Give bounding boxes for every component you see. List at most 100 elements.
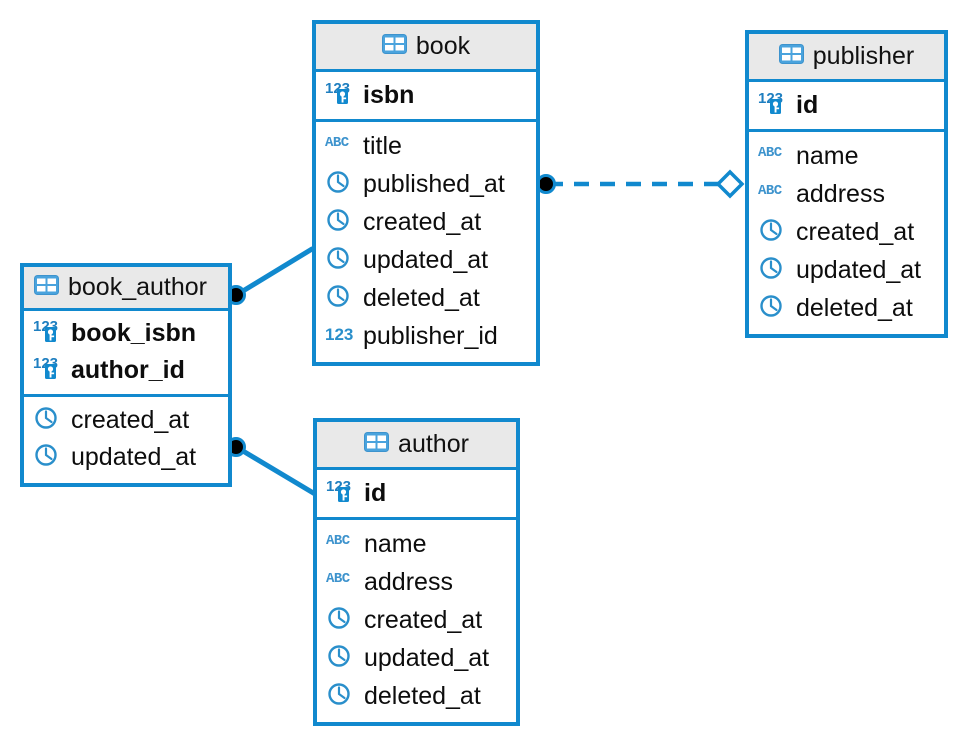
clock-datetime-icon [758,293,788,324]
field-label-created-at: created_at [364,605,483,634]
primary-key-number-icon: 123 [33,355,63,386]
relationship-book-publisher[interactable] [536,169,745,199]
entity-book[interactable]: book 123 isbn A [312,20,540,366]
field-label-title: title [363,131,402,160]
field-row-name[interactable]: ABC name [317,525,516,563]
table-icon [381,34,407,59]
field-label-updated-at: updated_at [364,643,490,672]
number-icon: 123 [325,321,355,352]
entity-title-author: author [398,430,469,458]
entity-publisher[interactable]: publisher 123 id [745,30,948,338]
field-row-id[interactable]: 123 id [749,86,944,124]
entity-title-book-author: book_author [68,273,208,301]
field-row-updated-at[interactable]: updated_at [317,639,516,677]
field-label-address: address [796,179,885,208]
field-label-address: address [364,567,453,596]
abc-text-icon: ABC [326,567,356,598]
primary-key-number-icon: 123 [33,318,63,349]
field-label-created-at: created_at [71,406,190,434]
table-icon [778,44,804,69]
field-row-book-isbn[interactable]: 123 book_isbn [24,315,228,352]
field-row-created-at[interactable]: created_at [316,203,536,241]
relationship-bookauthor-book[interactable] [226,246,315,305]
field-row-published-at[interactable]: published_at [316,165,536,203]
entity-header-publisher: publisher [749,34,944,82]
field-label-created-at: created_at [363,207,482,236]
entity-primary-keys-publisher: 123 id [749,82,944,132]
clock-datetime-icon [33,405,63,436]
entity-primary-keys-book-author: 123 book_isbn 123 [24,311,228,397]
field-row-deleted-at[interactable]: deleted_at [317,677,516,715]
field-row-deleted-at[interactable]: deleted_at [749,289,944,327]
field-label-published-at: published_at [363,169,505,198]
relationship-marker-open-diamond-publisher [715,169,745,199]
entity-author[interactable]: author 123 id A [313,418,520,726]
entity-primary-keys-book: 123 isbn [316,72,536,122]
field-row-updated-at[interactable]: updated_at [24,439,228,476]
field-row-created-at[interactable]: created_at [24,402,228,439]
relationship-bookauthor-author[interactable] [226,437,318,497]
field-row-deleted-at[interactable]: deleted_at [316,279,536,317]
clock-datetime-icon [325,283,355,314]
svg-text:ABC: ABC [326,571,351,587]
svg-text:ABC: ABC [758,183,783,199]
clock-datetime-icon [325,245,355,276]
clock-datetime-icon [33,442,63,473]
field-row-publisher-id[interactable]: 123 publisher_id [316,317,536,355]
entity-fields-book: ABC title published_at [316,122,536,362]
table-icon [34,275,59,300]
clock-datetime-icon [758,217,788,248]
field-label-id: id [796,90,819,119]
clock-datetime-icon [758,255,788,286]
field-row-title[interactable]: ABC title [316,127,536,165]
field-row-address[interactable]: ABC address [317,563,516,601]
entity-fields-author: ABC name ABC address [317,520,516,722]
entity-fields-book-author: created_at updated_at [24,397,228,483]
field-label-author-id: author_id [71,356,185,384]
field-label-publisher-id: publisher_id [363,321,498,350]
svg-text:ABC: ABC [325,135,350,151]
field-row-updated-at[interactable]: updated_at [316,241,536,279]
field-row-id[interactable]: 123 id [317,474,516,512]
entity-primary-keys-author: 123 id [317,470,516,520]
field-row-updated-at[interactable]: updated_at [749,251,944,289]
field-row-name[interactable]: ABC name [749,137,944,175]
entity-header-book-author: book_author [24,267,228,311]
primary-key-number-icon: 123 [325,80,355,111]
field-row-created-at[interactable]: created_at [317,601,516,639]
field-row-isbn[interactable]: 123 isbn [316,76,536,114]
entity-fields-publisher: ABC name ABC address [749,132,944,334]
svg-text:123: 123 [325,325,353,344]
field-row-created-at[interactable]: created_at [749,213,944,251]
field-label-updated-at: updated_at [796,255,922,284]
field-label-name: name [796,141,859,170]
clock-datetime-icon [326,681,356,712]
entity-header-book: book [316,24,536,72]
clock-datetime-icon [325,207,355,238]
abc-text-icon: ABC [758,141,788,172]
field-label-updated-at: updated_at [363,245,489,274]
field-label-deleted-at: deleted_at [796,293,913,322]
abc-text-icon: ABC [325,131,355,162]
field-label-id: id [364,478,387,507]
field-label-created-at: created_at [796,217,915,246]
relationship-marker-filled-dot-book [536,174,556,194]
primary-key-number-icon: 123 [326,478,356,509]
relationship-line-bookauthor-author [235,445,318,497]
clock-datetime-icon [325,169,355,200]
abc-text-icon: ABC [326,529,356,560]
field-label-book-isbn: book_isbn [71,319,197,347]
entity-header-author: author [317,422,516,470]
field-row-author-id[interactable]: 123 author_id [24,352,228,389]
entity-title-book: book [415,32,471,60]
relationship-line-bookauthor-book [235,246,315,297]
field-label-name: name [364,529,427,558]
field-label-deleted-at: deleted_at [363,283,480,312]
entity-book-author[interactable]: book_author 123 book_isbn [20,263,232,487]
abc-text-icon: ABC [758,179,788,210]
svg-text:ABC: ABC [326,533,351,549]
field-label-updated-at: updated_at [71,443,197,471]
clock-datetime-icon [326,643,356,674]
field-row-address[interactable]: ABC address [749,175,944,213]
